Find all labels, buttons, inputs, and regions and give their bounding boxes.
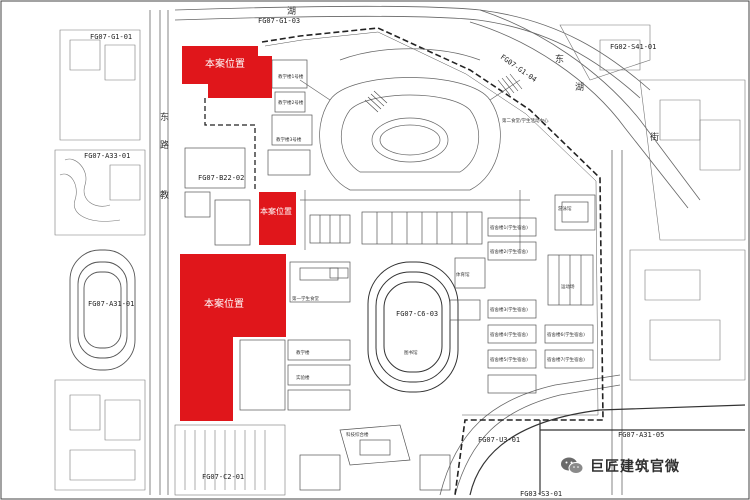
label-building-b: 教学楼2号楼 bbox=[278, 99, 304, 106]
south-west-blocks bbox=[174, 424, 286, 496]
parcel-b22-02: FG07-B22-02 bbox=[198, 174, 244, 182]
label-building-e: 图书馆 bbox=[404, 349, 418, 356]
sports-courts bbox=[309, 211, 483, 245]
label-building-i: 宿舍楼4(学生宿舍) bbox=[490, 331, 528, 338]
campus-boundary bbox=[261, 27, 604, 496]
road-char-left-2: 路 bbox=[160, 139, 169, 151]
label-building-f: 宿舍楼1(学生宿舍) bbox=[490, 224, 528, 231]
site-south bbox=[180, 254, 286, 421]
label-building-j: 宿舍楼5(学生宿舍) bbox=[490, 356, 528, 363]
road-char-right-3: 街 bbox=[650, 131, 659, 143]
label-building-p: 运动场 bbox=[561, 283, 575, 290]
parcel-g1-01: FG07-G1-01 bbox=[90, 33, 132, 41]
label-building-q: 科技综合楼 bbox=[346, 431, 369, 438]
roads bbox=[149, 5, 701, 496]
project-sites: 本案位置 本案位置 本案位置 bbox=[180, 46, 296, 421]
road-char-left-3: 教 bbox=[160, 189, 169, 201]
watermark: 巨匠建筑官微 bbox=[560, 454, 680, 478]
central-plaza bbox=[299, 48, 530, 250]
wechat-icon bbox=[561, 457, 584, 474]
label-building-h: 宿舍楼3(学生宿舍) bbox=[490, 306, 528, 313]
parcel-s3-01: FG03-S3-01 bbox=[520, 490, 562, 498]
label-building-l: 宿舍楼7(学生宿舍) bbox=[547, 356, 585, 363]
parcel-a33-01: FG07-A33-01 bbox=[84, 152, 130, 160]
parcel-a31-01: FG07-A31-01 bbox=[88, 300, 134, 308]
parcel-a31-05: FG07-A31-05 bbox=[618, 431, 664, 439]
road-char-right-1: 东 bbox=[555, 53, 564, 65]
campus-boundary-inner bbox=[264, 31, 599, 416]
west-running-track bbox=[69, 249, 136, 371]
road-char-left-1: 东 bbox=[160, 111, 169, 123]
plaza-steps bbox=[364, 73, 523, 113]
parcel-u3-01: FG07-U3-01 bbox=[478, 436, 520, 444]
label-building-o: 游泳馆 bbox=[558, 205, 572, 212]
connector-path bbox=[204, 98, 256, 192]
label-building-c: 教学楼3号楼 bbox=[276, 136, 302, 143]
parcel-g1-03: FG07-G1-03 bbox=[258, 17, 300, 25]
south-east-lines bbox=[469, 404, 746, 496]
parcel-c6-03: FG07-C6-03 bbox=[396, 310, 438, 318]
label-building-r: 教学楼 bbox=[296, 349, 310, 356]
road-char-right-2: 湖 bbox=[575, 82, 584, 93]
label-building-n: 体育馆 bbox=[456, 271, 470, 278]
parcel-s41-01: FG02-S41-01 bbox=[610, 43, 656, 51]
site-north bbox=[182, 46, 272, 98]
site-middle-label: 本案位置 bbox=[260, 206, 292, 216]
label-building-s: 实验楼 bbox=[296, 374, 310, 381]
label-building-a: 教学楼1号楼 bbox=[278, 73, 304, 80]
site-middle bbox=[259, 192, 296, 245]
north-east-blocks bbox=[559, 24, 746, 381]
campus-buildings bbox=[184, 59, 596, 491]
label-building-d: 第二食堂/学生活动中心 bbox=[502, 117, 549, 124]
site-north-label: 本案位置 bbox=[205, 57, 245, 70]
label-building-k: 宿舍楼6(学生宿舍) bbox=[547, 331, 585, 338]
site-south-label: 本案位置 bbox=[204, 297, 244, 310]
watermark-text: 巨匠建筑官微 bbox=[590, 459, 680, 475]
label-building-g: 宿舍楼2(学生宿舍) bbox=[490, 248, 528, 255]
road-char-top: 湖 bbox=[287, 6, 296, 17]
road-names: 湖 东 路 教 东 湖 街 bbox=[160, 6, 659, 201]
label-building-m: 第一学生食堂 bbox=[292, 295, 319, 302]
main-running-track bbox=[367, 261, 459, 393]
building-labels: 教学楼1号楼 教学楼2号楼 教学楼3号楼 第二食堂/学生活动中心 图书馆 宿舍楼… bbox=[276, 73, 585, 438]
parcel-c2-01: FG07-C2-01 bbox=[202, 473, 244, 481]
